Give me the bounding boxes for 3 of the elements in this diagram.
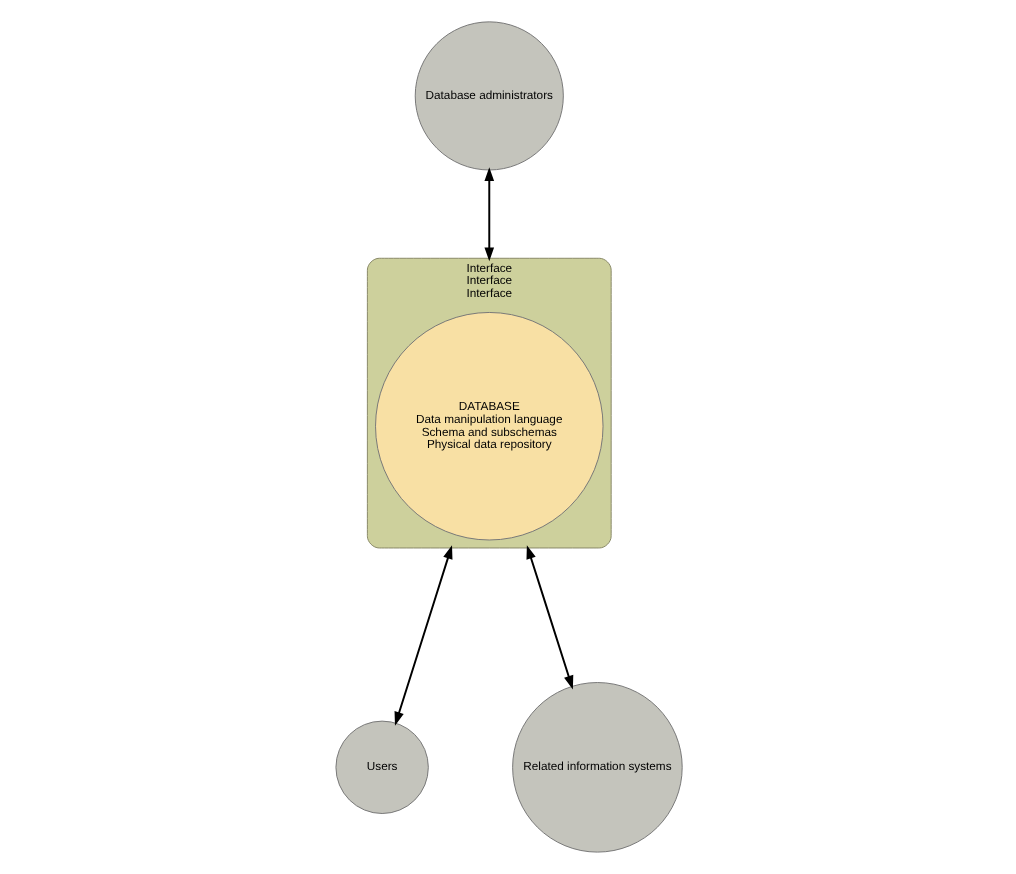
arrow (393, 545, 452, 726)
arrow (483, 167, 494, 262)
arrow (525, 545, 573, 690)
